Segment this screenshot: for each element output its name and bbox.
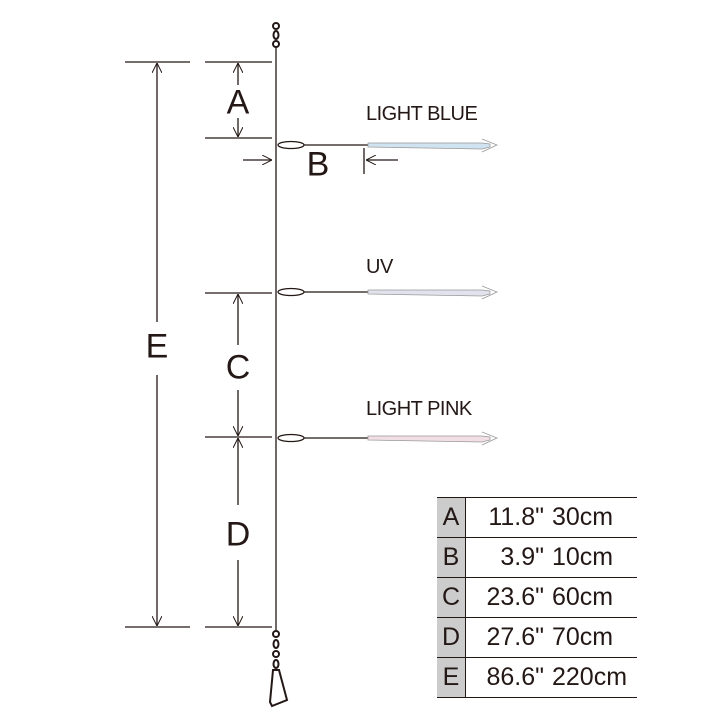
row-inch: 27.6" — [465, 617, 552, 658]
row-key: A — [437, 497, 466, 538]
bottom-snap-icon — [268, 630, 289, 708]
row-cm: 10cm — [552, 537, 637, 578]
squid-lure-icon — [367, 289, 491, 297]
squid-lure-icon — [367, 142, 491, 150]
row-cm: 220cm — [552, 657, 637, 698]
row-key: E — [437, 657, 466, 698]
row-inch: 23.6" — [465, 577, 552, 618]
label-d: D — [225, 515, 251, 554]
branch-label-light-pink: LIGHT PINK — [366, 398, 472, 420]
row-cm: 30cm — [552, 497, 637, 538]
squid-lure-icon — [367, 435, 491, 443]
branch-label-light-blue: LIGHT BLUE — [366, 103, 478, 125]
label-b: B — [306, 145, 330, 184]
row-inch: 3.9" — [465, 537, 552, 578]
branch-leader — [277, 431, 499, 446]
label-a: A — [226, 83, 250, 122]
row-inch: 86.6" — [465, 657, 552, 698]
row-key: D — [437, 617, 466, 658]
dimension-a — [205, 61, 272, 139]
dimension-d — [205, 438, 272, 628]
label-e: E — [145, 327, 169, 366]
branch-leader — [277, 138, 499, 153]
branch-label-uv: UV — [366, 256, 393, 278]
dimension-c — [205, 292, 272, 438]
branch-leader — [277, 285, 499, 300]
row-inch: 11.8" — [465, 497, 552, 538]
top-swivel-icon — [272, 22, 280, 48]
row-cm: 60cm — [552, 577, 637, 618]
label-c: C — [225, 348, 251, 387]
row-key: B — [437, 537, 466, 578]
row-cm: 70cm — [552, 617, 637, 658]
row-key: C — [437, 577, 466, 618]
dimension-b — [243, 148, 398, 174]
dimension-e — [125, 61, 190, 628]
